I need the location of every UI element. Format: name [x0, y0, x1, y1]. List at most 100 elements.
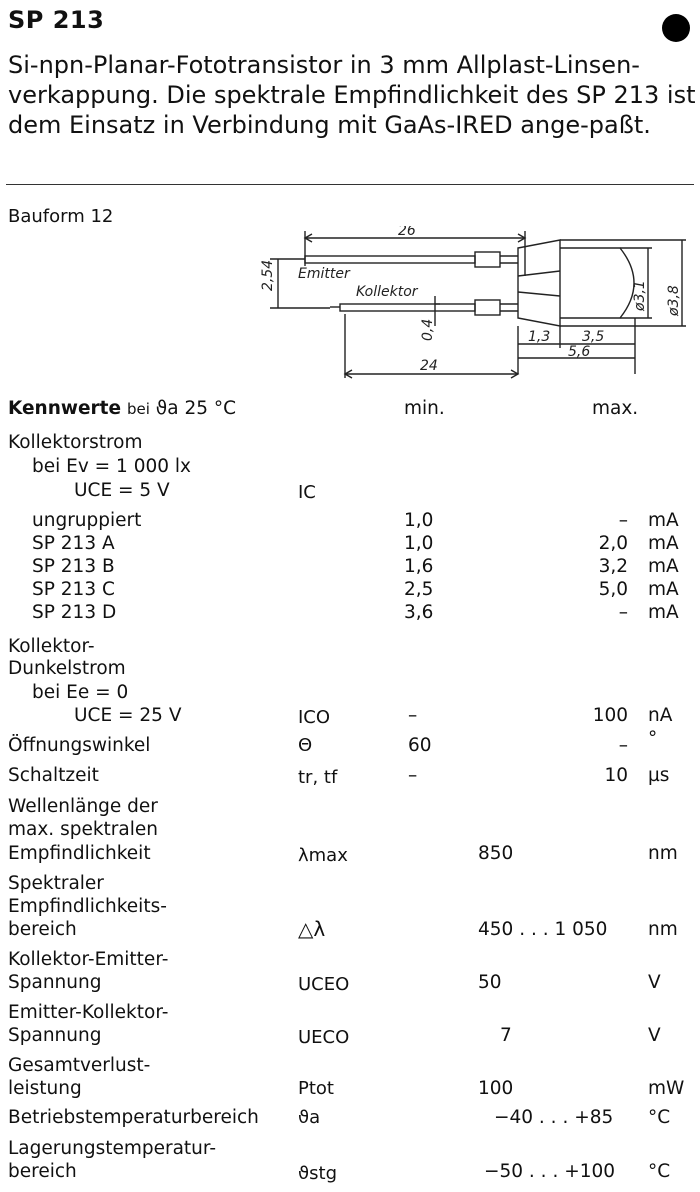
ico-min: –	[408, 705, 418, 726]
group-unit: mA	[648, 556, 679, 577]
param-dunkel-1: Kollektor-	[8, 636, 95, 657]
emitter-label: Emitter	[298, 266, 351, 282]
param-gv-1: Gesamtverlust-	[8, 1055, 151, 1076]
param-ek-1: Emitter-Kollektor-	[8, 1002, 169, 1023]
sp-value: 450 . . . 1 050	[478, 919, 608, 940]
sym-tr-tf: tr, tf	[298, 767, 338, 788]
collector-lead	[339, 303, 476, 312]
ek-value: 7	[500, 1025, 512, 1046]
sym-theta-a: ϑa	[298, 1107, 321, 1128]
param-kollektorstrom: Kollektorstrom	[8, 432, 143, 453]
sym-lambda-max: λmax	[298, 845, 348, 866]
cond-uce-25: UCE = 25 V	[74, 705, 182, 726]
param-wellenlaenge-1: Wellenlänge der	[8, 796, 158, 817]
ico-unit: nA	[648, 705, 673, 726]
ek-unit: V	[648, 1025, 661, 1046]
group-unit: mA	[648, 579, 679, 600]
bt-unit: °C	[648, 1107, 671, 1128]
kennwerte-heading: Kennwerte bei ϑa 25 °C	[8, 398, 237, 419]
dim-38-label: ø3,8	[666, 285, 682, 317]
dim-13-label: 1,3	[528, 329, 550, 345]
group-name: SP 213 D	[32, 602, 117, 623]
schalt-max: 10	[604, 765, 628, 786]
description: Si-npn-Planar-Fototransistor in 3 mm All…	[8, 51, 696, 139]
lt-value: −50 . . . +100	[484, 1161, 616, 1182]
bt-value: −40 . . . +85	[494, 1107, 614, 1128]
divider	[6, 184, 694, 185]
col-max-header: max.	[592, 398, 639, 419]
dim-31-label: ø3,1	[632, 280, 648, 312]
sym-delta-lambda: △λ	[298, 917, 326, 941]
group-min: 3,6	[404, 602, 434, 623]
ke-unit: V	[648, 972, 661, 993]
ke-value: 50	[478, 972, 502, 993]
param-gv-2: leistung	[8, 1078, 82, 1099]
sp-unit: nm	[648, 919, 678, 940]
param-wellenlaenge-3: Empfindlichkeit	[8, 843, 151, 864]
group-unit: mA	[648, 602, 679, 623]
schalt-min: –	[408, 765, 418, 786]
group-unit: mA	[648, 533, 679, 554]
col-min-header: min.	[404, 398, 445, 419]
param-spektral-2: Empfindlichkeits-	[8, 896, 167, 917]
lens	[560, 247, 635, 319]
sym-ueco: UECO	[298, 1027, 350, 1048]
gv-unit: mW	[648, 1078, 685, 1099]
group-min: 1,0	[404, 533, 434, 554]
emitter-lead	[304, 255, 476, 264]
kollektor-label: Kollektor	[356, 284, 419, 300]
dim-24-label: 24	[420, 358, 438, 374]
param-lagerung-2: bereich	[8, 1161, 77, 1182]
group-name: SP 213 C	[32, 579, 115, 600]
group-max: 2,0	[598, 533, 628, 554]
group-name: SP 213 A	[32, 533, 115, 554]
group-name: SP 213 B	[32, 556, 115, 577]
group-max: 5,0	[598, 579, 628, 600]
group-max: –	[618, 510, 628, 531]
sym-theta-stg: ϑstg	[298, 1163, 338, 1184]
group-min: 2,5	[404, 579, 434, 600]
param-spektral-3: bereich	[8, 919, 77, 940]
sym-ico: ICO	[298, 707, 331, 728]
marker-dot-icon	[662, 14, 690, 42]
package-drawing: 26 2,54 Emitter Kollektor 0,4 ø3,1 ø3,8 …	[260, 226, 686, 379]
bauform-label: Bauform 12	[8, 206, 114, 227]
group-unit: mA	[648, 510, 679, 531]
wl-value: 850	[478, 843, 514, 864]
param-ke-1: Kollektor-Emitter-	[8, 949, 169, 970]
lt-unit: °C	[648, 1161, 671, 1182]
cond-ev: bei Ev = 1 000 lx	[32, 456, 191, 477]
oeff-max: –	[618, 735, 628, 756]
dim-26-label: 26	[398, 226, 416, 239]
group-min: 1,0	[404, 510, 434, 531]
sym-ic: IC	[298, 482, 316, 503]
param-dunkel-2: Dunkelstrom	[8, 658, 126, 679]
param-spektral-1: Spektraler	[8, 873, 104, 894]
group-max: –	[618, 602, 628, 623]
sym-ptot: Ptot	[298, 1078, 334, 1099]
dim-04-label: 0,4	[420, 319, 436, 341]
group-max: 3,2	[598, 556, 628, 577]
param-ke-2: Spannung	[8, 972, 102, 993]
cond-uce-5: UCE = 5 V	[74, 480, 170, 501]
dim-56-label: 5,6	[568, 344, 590, 360]
param-betriebstemp: Betriebstemperaturbereich	[8, 1107, 259, 1128]
oeff-min: 60	[408, 735, 432, 756]
dim-254-label: 2,54	[260, 260, 276, 291]
param-lagerung-1: Lagerungstemperatur-	[8, 1138, 217, 1159]
param-wellenlaenge-2: max. spektralen	[8, 819, 158, 840]
sym-uceo: UCEO	[298, 974, 350, 995]
param-oeffnungswinkel: Öffnungswinkel	[8, 735, 151, 756]
wl-unit: nm	[648, 843, 678, 864]
param-ek-2: Spannung	[8, 1025, 102, 1046]
dim-35-label: 3,5	[582, 329, 604, 345]
oeff-unit: °	[648, 728, 658, 749]
group-min: 1,6	[404, 556, 434, 577]
ico-max: 100	[592, 705, 628, 726]
param-schaltzeit: Schaltzeit	[8, 765, 99, 786]
schalt-unit: µs	[648, 765, 670, 786]
cond-ee: bei Ee = 0	[32, 682, 129, 703]
group-name: ungruppiert	[32, 510, 142, 531]
sym-theta: Θ	[298, 735, 313, 756]
gv-value: 100	[478, 1078, 514, 1099]
